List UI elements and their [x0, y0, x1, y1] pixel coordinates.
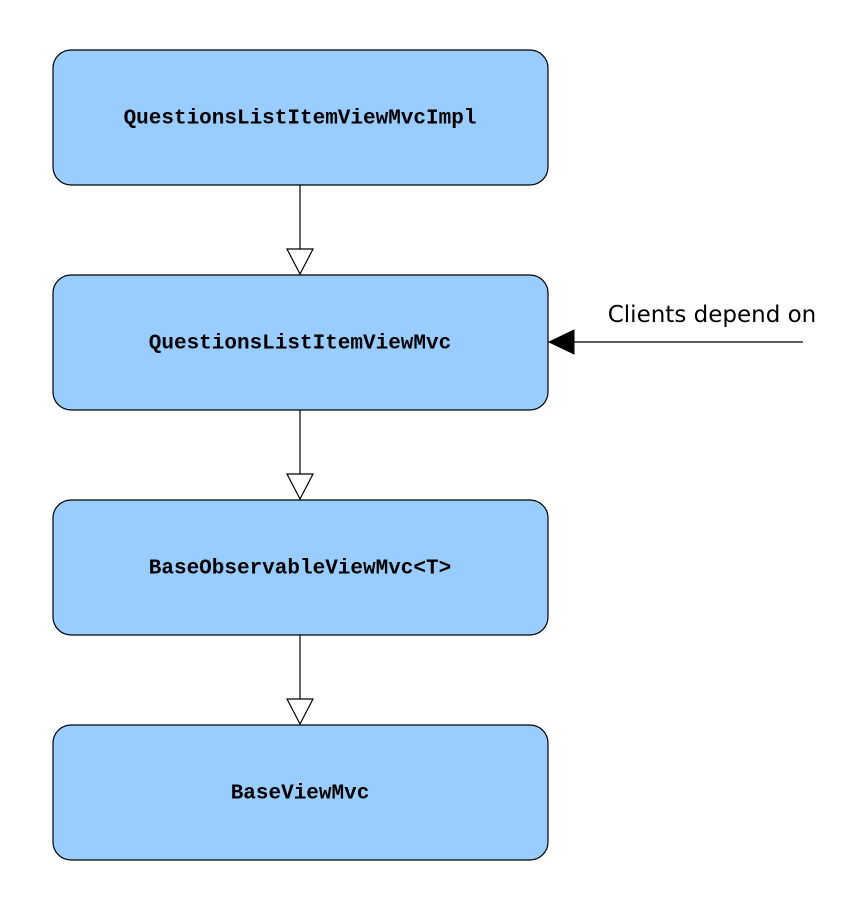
hollow-arrowhead: [286, 473, 314, 501]
node-label: QuestionsListItemViewMvcImpl: [124, 108, 477, 131]
node-label: QuestionsListItemViewMvc: [149, 333, 451, 356]
edge-base-observable-to-base: [286, 635, 314, 726]
node-label: BaseViewMvc: [231, 783, 370, 806]
node-label: BaseObservableViewMvc<T>: [149, 558, 451, 581]
filled-arrowhead: [547, 329, 575, 355]
node-base-view-mvc: BaseViewMvc: [52, 724, 549, 861]
node-questions-list-item-view-mvc-impl: QuestionsListItemViewMvcImpl: [52, 49, 549, 186]
annotation-label: Clients depend on: [608, 302, 817, 328]
node-box: [52, 499, 549, 636]
node-box: [52, 724, 549, 861]
annotation-clients-depend-on: Clients depend on: [547, 302, 817, 355]
edge-interface-to-base-observable: [286, 410, 314, 501]
node-box: [52, 274, 549, 411]
node-base-observable-view-mvc: BaseObservableViewMvc<T>: [52, 499, 549, 636]
node-box: [52, 49, 549, 186]
hollow-arrowhead: [286, 698, 314, 726]
edge-impl-to-interface: [286, 185, 314, 276]
node-questions-list-item-view-mvc: QuestionsListItemViewMvc: [52, 274, 549, 411]
hollow-arrowhead: [286, 248, 314, 276]
